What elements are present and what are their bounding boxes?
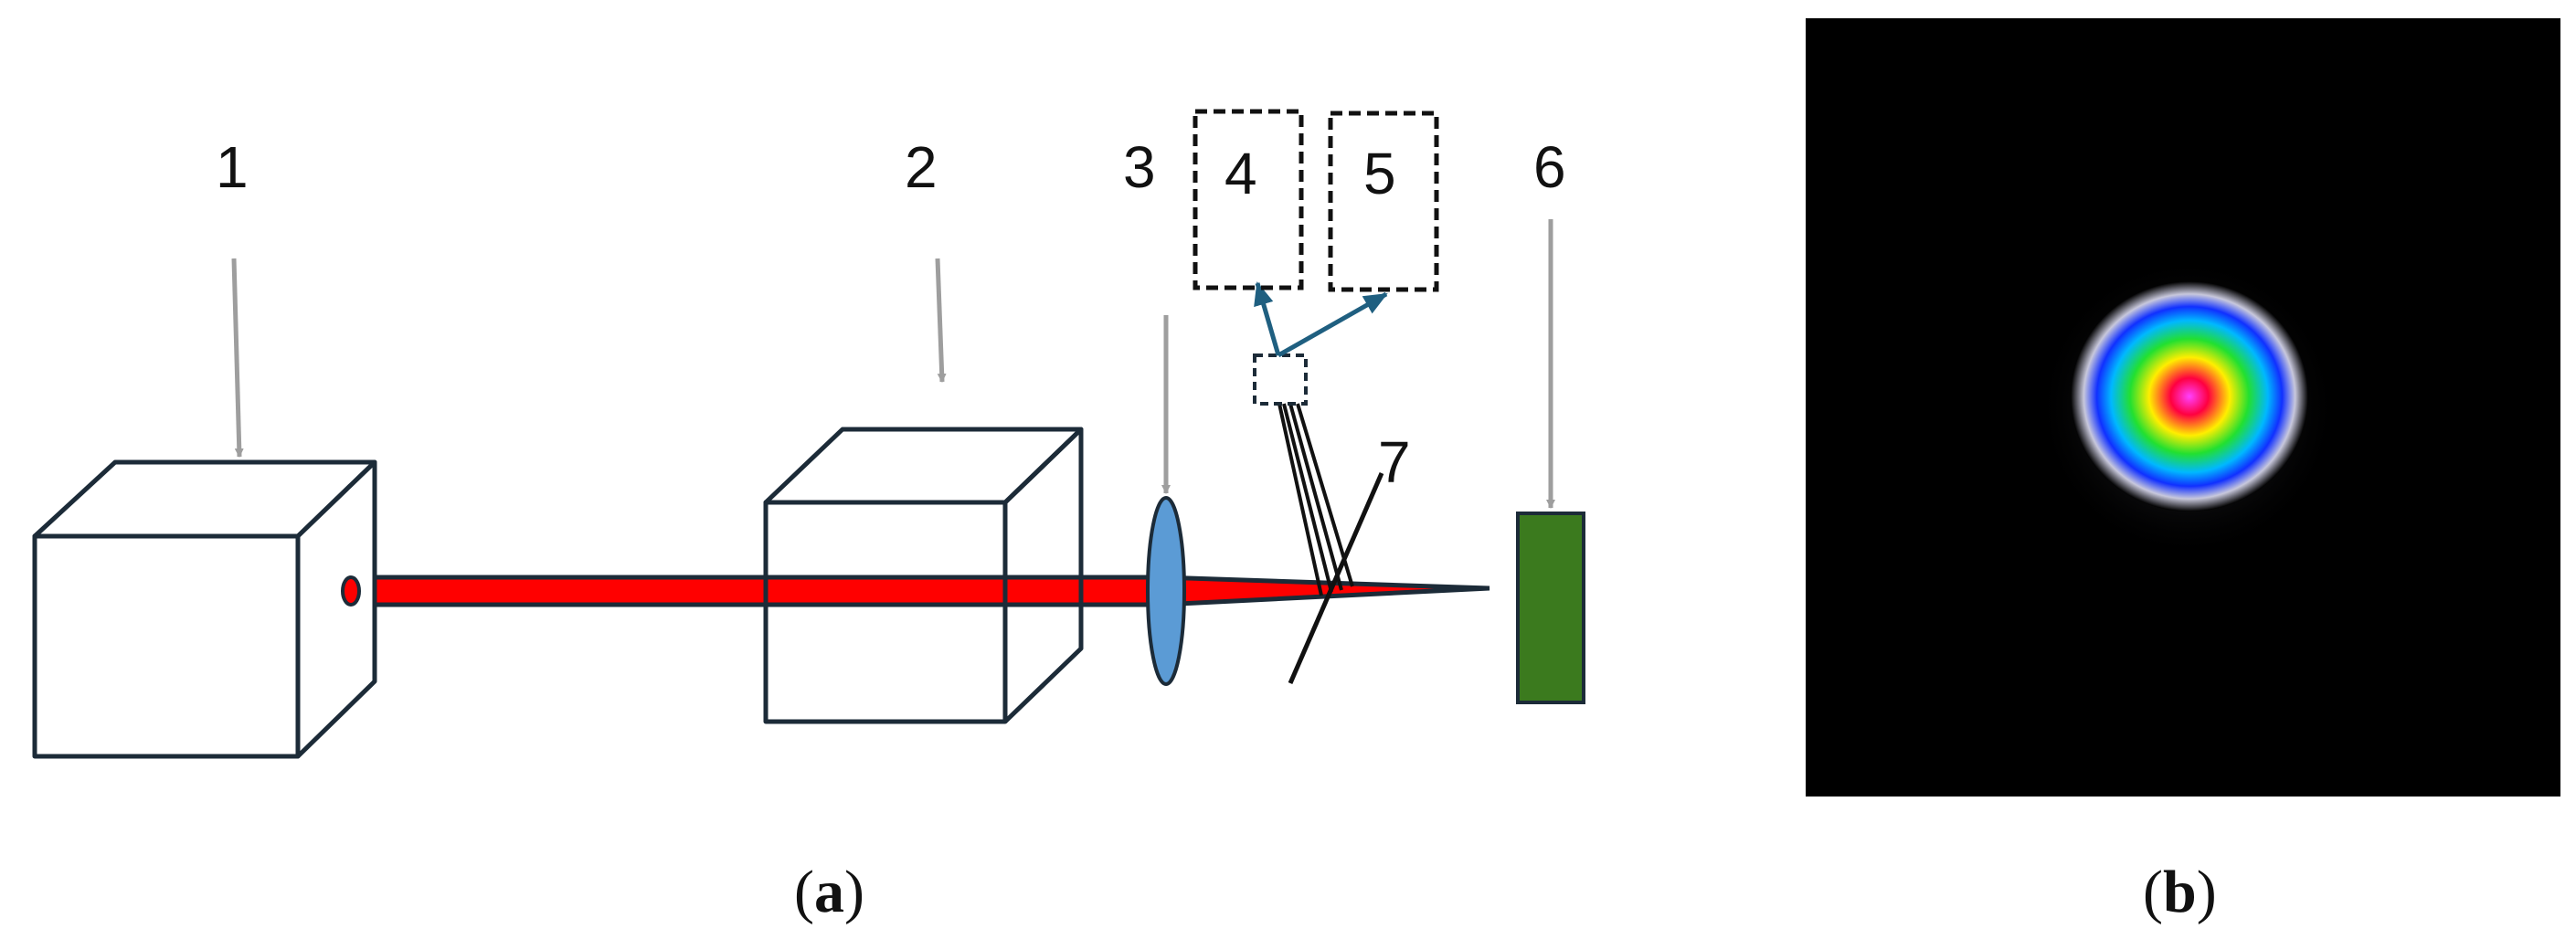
emission-lines [1277,403,1354,596]
label-3: 3 [1123,134,1156,200]
pointer-arrow-2 [935,258,947,383]
panel-b-beam-image: (b) [1806,18,2560,925]
caption-a-close: ) [844,859,864,925]
laser-aperture [341,575,361,607]
label-6: 6 [1533,134,1566,200]
signal-arrow-to-5 [1277,291,1388,358]
pointer-arrow-1 [231,258,244,458]
label-4: 4 [1224,141,1257,206]
caption-a: (a) [794,859,864,925]
optical-cube [763,427,1084,724]
label-7: 7 [1378,429,1411,495]
caption-b-letter: b [2163,859,2197,925]
collection-box [1253,353,1308,406]
focusing-lens [1146,496,1186,686]
caption-a-letter: a [814,859,844,925]
signal-arrow-to-4 [1254,281,1281,356]
label-5: 5 [1363,141,1396,206]
caption-b-open: ( [2143,859,2163,925]
beam-spot [2071,281,2308,512]
caption-b: (b) [2143,859,2217,925]
detector-box-5 [1328,111,1439,292]
label-2: 2 [905,134,938,200]
caption-b-close: ) [2197,859,2217,925]
panel-a-diagram: 1 2 3 4 5 6 7 (a) [32,109,1585,925]
caption-a-open: ( [794,859,814,925]
label-1: 1 [216,134,249,200]
laser-source-cube [32,459,377,759]
detector-box-4 [1193,109,1304,290]
target-plate [1288,472,1384,684]
detector-6 [1516,512,1585,704]
